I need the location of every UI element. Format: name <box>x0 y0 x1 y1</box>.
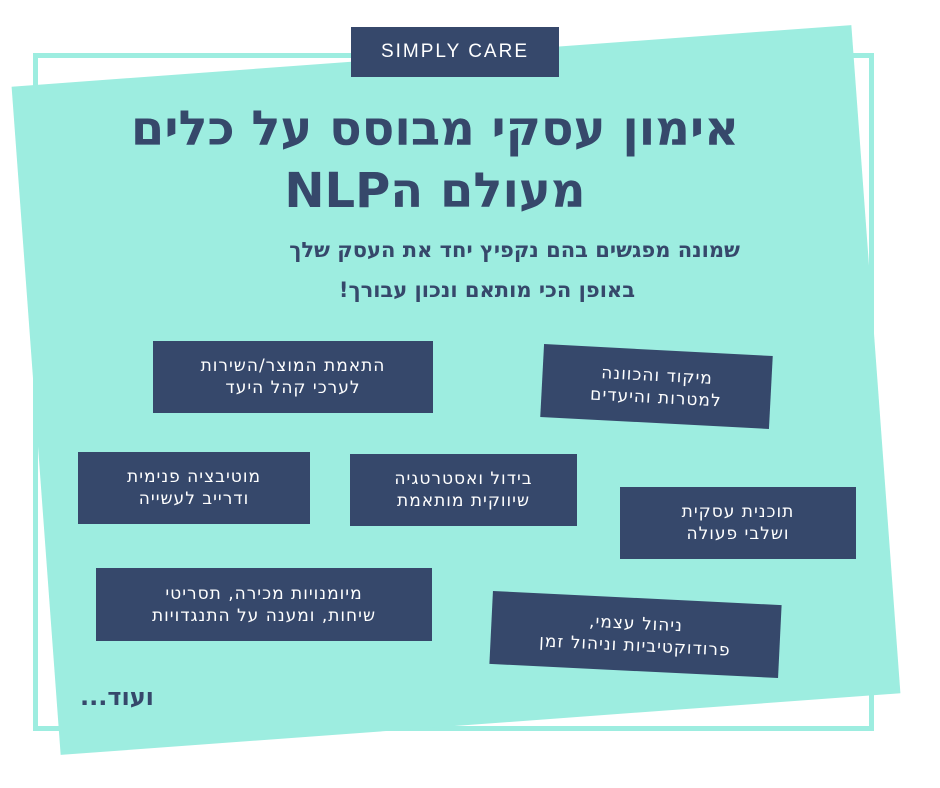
topic-chip-product-fit: התאמת המוצר/השירות לערכי קהל היעד <box>153 341 433 413</box>
topic-chip-sales-skills: מיומנויות מכירה, תסריטי שיחות, ומענה על … <box>96 568 432 641</box>
topic-chip-motivation: מוטיבציה פנימית ודרייב לעשייה <box>78 452 310 524</box>
topic-line-2: ודרייב לעשייה <box>138 489 250 509</box>
topic-line-2: שיחות, ומענה על התנגדויות <box>151 605 377 626</box>
topic-line-2: ושלבי פעולה <box>686 524 790 544</box>
subtitle-line-1: שמונה מפגשים בהם נקפיץ יחד את העסק שלך <box>289 238 740 262</box>
page-title: אימון עסקי מבוסס על כלים מעולם הNLP <box>40 98 830 222</box>
topic-chip-business-plan: תוכנית עסקית ושלבי פעולה <box>620 487 856 559</box>
topic-line-1: מיומנויות מכירה, תסריטי <box>165 583 363 604</box>
subtitle: שמונה מפגשים בהם נקפיץ יחד את העסק שלך ב… <box>120 230 740 310</box>
and-more-label: ועוד... <box>80 683 154 711</box>
topic-line-1: בידול ואסטרטגיה <box>394 469 533 489</box>
topic-chip-self-management: ניהול עצמי, פרודוקטיביות וניהול זמן <box>489 590 782 679</box>
topic-chip-differentiation: בידול ואסטרטגיה שיווקית מותאמת <box>350 454 577 526</box>
subtitle-line-2: באופן הכי מותאם ונכון עבורך! <box>338 278 635 302</box>
topic-line-1: התאמת המוצר/השירות <box>200 356 386 376</box>
brand-label: SIMPLY CARE <box>351 27 559 77</box>
topic-line-2: לערכי קהל היעד <box>225 378 361 398</box>
topic-line-2: פרודוקטיביות וניהול זמן <box>538 630 732 661</box>
topic-line-2: שיווקית מותאמת <box>397 491 530 511</box>
title-line-1: אימון עסקי מבוסס על כלים <box>130 101 740 157</box>
topic-chip-focus-goals: מיקוד והכוונה למטרות והיעדים <box>540 344 773 429</box>
title-line-2: מעולם הNLP <box>284 163 586 219</box>
topic-line-1: תוכנית עסקית <box>681 502 795 522</box>
topic-line-1: מוטיבציה פנימית <box>127 467 261 487</box>
